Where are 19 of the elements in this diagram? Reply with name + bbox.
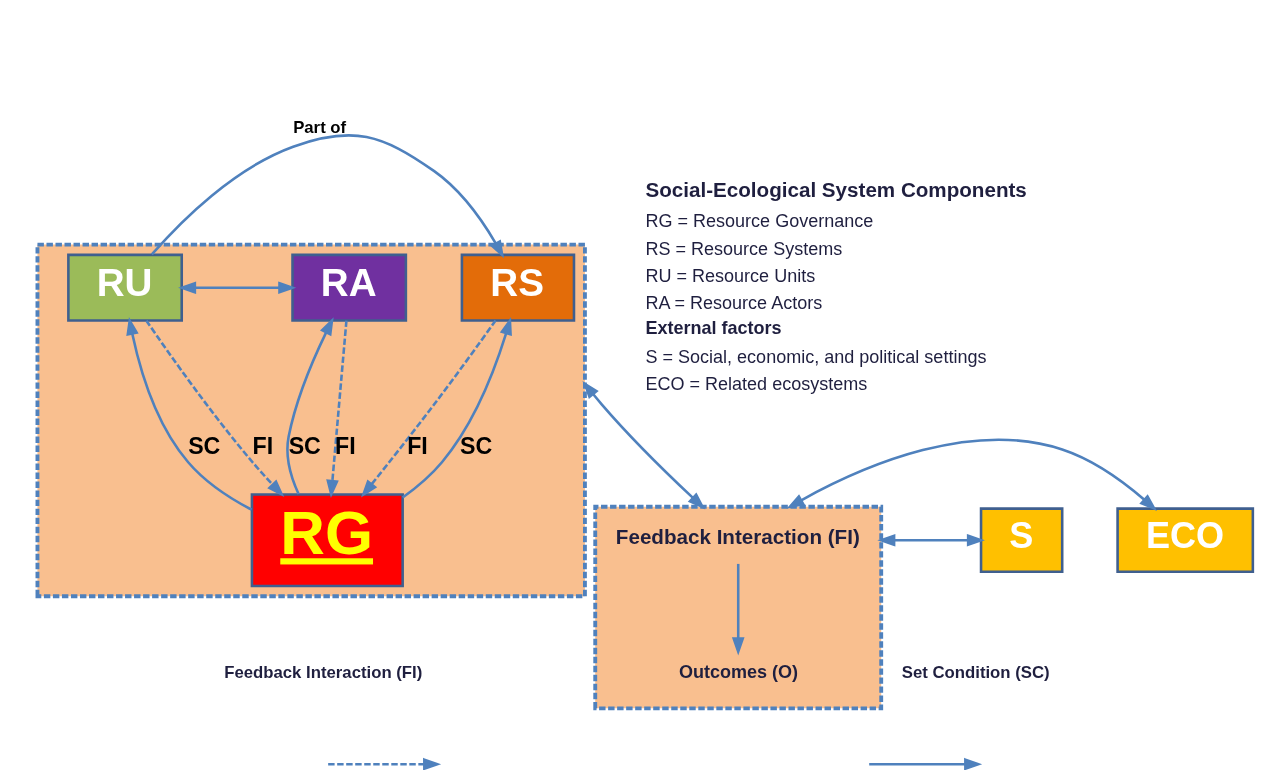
- label: S = Social, economic, and political settings: [645, 346, 987, 367]
- edge-label: Part of: [293, 118, 347, 138]
- label: ECO = Related ecosystems: [645, 373, 868, 394]
- edge-label: FI: [252, 432, 274, 459]
- label: Social-Ecological System Components: [645, 178, 1027, 202]
- label: RS = Resource Systems: [645, 238, 843, 259]
- label: RU = Resource Units: [645, 265, 816, 286]
- legend-label: Feedback Interaction (FI): [224, 662, 423, 682]
- node-text: Outcomes (O): [678, 662, 799, 683]
- node-text: Feedback Interaction (FI): [615, 524, 860, 548]
- edge-label: FI: [335, 432, 356, 459]
- edge-label: SC: [188, 432, 221, 459]
- edge-label: SC: [459, 432, 493, 459]
- label: RG = Resource Governance: [645, 211, 874, 232]
- label: RA = Resource Actors: [645, 292, 823, 313]
- legend-label: Set Condition (SC): [901, 662, 1050, 682]
- label: External factors: [645, 318, 782, 339]
- edge-label: SC: [288, 432, 321, 459]
- edge-label: FI: [407, 432, 428, 459]
